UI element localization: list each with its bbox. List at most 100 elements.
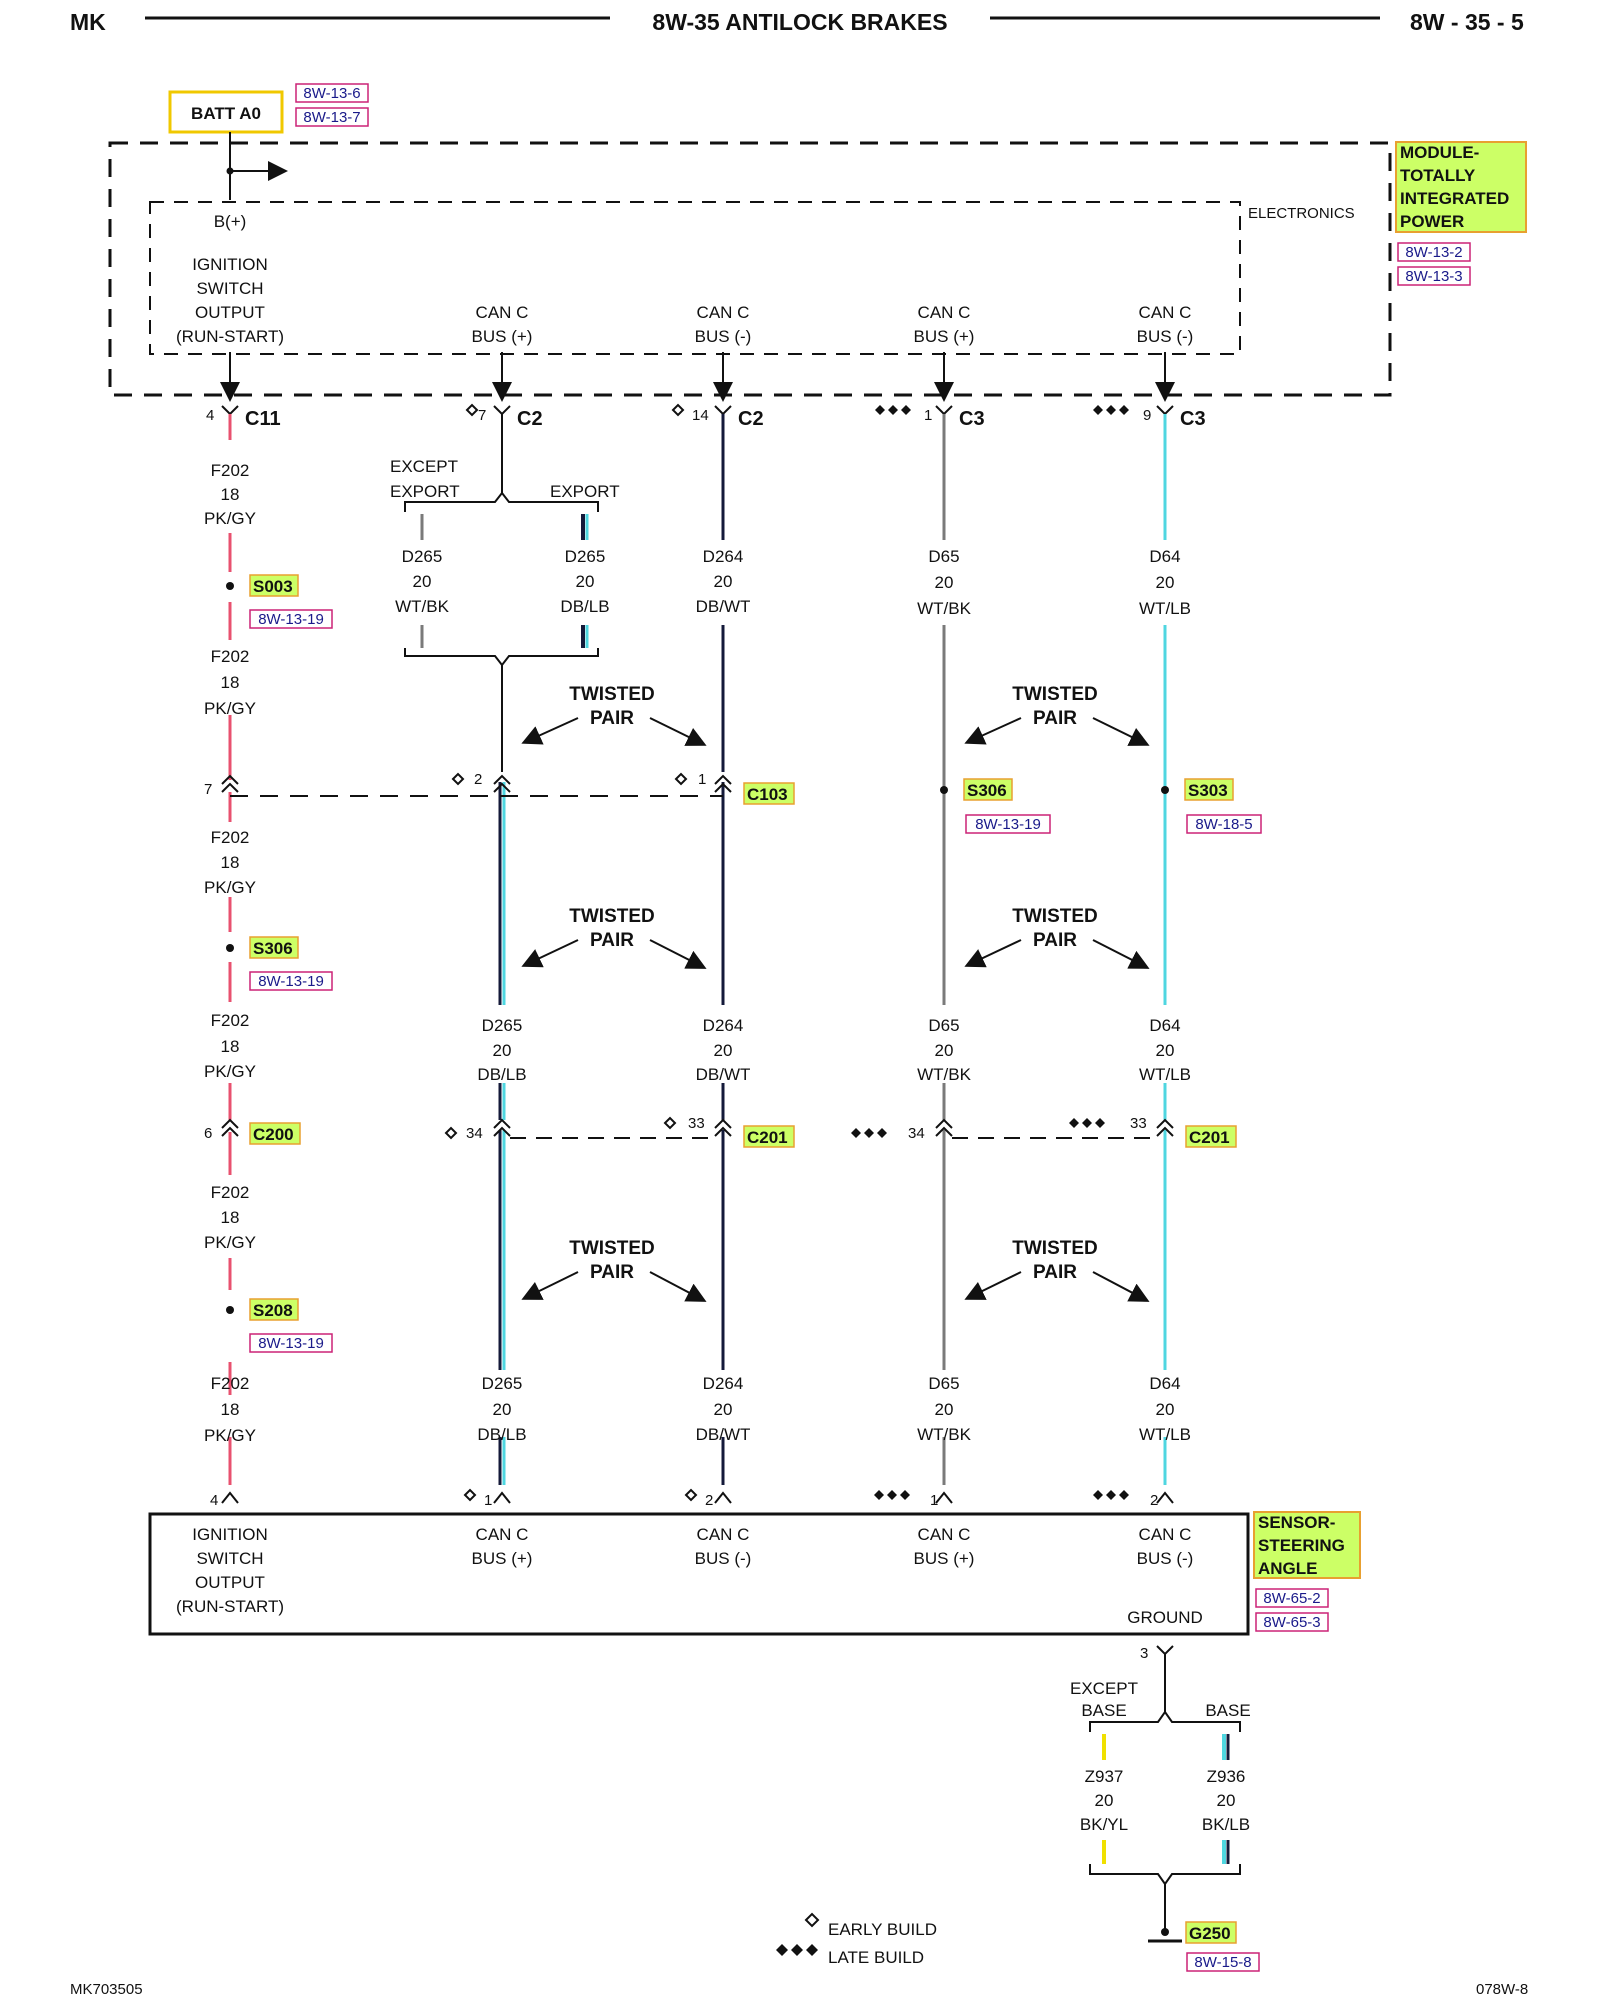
d64-label-2-color: WT/LB: [1139, 1065, 1191, 1084]
top-conn-4-pin: 1: [924, 407, 932, 424]
d265-dblb-circuit: D265: [565, 547, 606, 566]
c103-symbols: [221, 774, 732, 793]
g250-name: G250: [1189, 1924, 1231, 1943]
module-ref-1[interactable]: 8W-13-2: [1405, 244, 1462, 261]
tp-1b-arrow-left: [964, 717, 1022, 745]
base-brace-bottom: [1089, 1864, 1241, 1886]
c201-box-left: [743, 1125, 795, 1148]
batt-label: BATT A0: [191, 104, 261, 123]
module-pin-1-line-4: (RUN-START): [176, 327, 284, 346]
c103-pin-2: 2: [474, 771, 482, 788]
splice-s208-ref-box: [249, 1333, 333, 1353]
c200-pin: 6: [204, 1125, 212, 1142]
f202-label-3-circuit: F202: [211, 828, 250, 847]
splice-s306-right-dot: [940, 786, 948, 794]
d65-label-3-gauge: 20: [935, 1400, 954, 1419]
sensor-ref-1[interactable]: 8W-65-2: [1263, 1590, 1320, 1607]
c200-c201-symbols: [221, 1118, 1174, 1137]
d264-label-3-gauge: 20: [714, 1400, 733, 1419]
sensor-pin-3-line-2: BUS (-): [695, 1549, 752, 1568]
f202-label-4-color: PK/GY: [204, 1062, 256, 1081]
splice-s303-ref[interactable]: 8W-18-5: [1195, 816, 1252, 833]
bottom-pin-4: 1: [930, 1492, 938, 1509]
tp-3b-arrow-left: [964, 1271, 1022, 1300]
module-ref-box-1: [1397, 242, 1471, 262]
export-left-line-2: EXPORT: [390, 482, 460, 501]
module-pin-1-line-3: OUTPUT: [195, 303, 265, 322]
module-pin-4-line-2: BUS (+): [914, 327, 975, 346]
splice-s003-box: [249, 574, 299, 597]
f202-label-2-gauge: 18: [221, 673, 240, 692]
tp-1b-arrow-right: [1092, 717, 1150, 746]
sensor-ref-box-2: [1255, 1612, 1329, 1632]
top-build-markers: [465, 403, 685, 417]
d64-label-3-color: WT/LB: [1139, 1425, 1191, 1444]
d264-label-1-gauge: 20: [714, 572, 733, 591]
f202-label-5-circuit: F202: [211, 1183, 250, 1202]
c200-box: [249, 1122, 301, 1145]
splice-s208-ref[interactable]: 8W-13-19: [258, 1335, 324, 1352]
header-left: MK: [70, 9, 106, 35]
f202-label-5-gauge: 18: [221, 1208, 240, 1227]
splice-s306-right-ref[interactable]: 8W-13-19: [975, 816, 1041, 833]
d65-label-2-color: WT/BK: [917, 1065, 971, 1084]
sensor-pin-1-line-4: (RUN-START): [176, 1597, 284, 1616]
sensor-pin-2-line-1: CAN C: [476, 1525, 529, 1544]
batt-ref-1[interactable]: 8W-13-6: [303, 85, 360, 102]
twisted-pair-3b-l1: TWISTED: [1012, 1238, 1098, 1259]
d64-label-3-circuit: D64: [1149, 1374, 1180, 1393]
twisted-pair-3b-l2: PAIR: [1033, 1262, 1077, 1283]
d64-label-2-circuit: D64: [1149, 1016, 1180, 1035]
splice-s306-left-ref[interactable]: 8W-13-19: [258, 973, 324, 990]
sensor-ref-2[interactable]: 8W-65-3: [1263, 1614, 1320, 1631]
f202-label-4-circuit: F202: [211, 1011, 250, 1030]
f202-label-6-gauge: 18: [221, 1400, 240, 1419]
c201-name-left: C201: [747, 1128, 788, 1147]
module-pin-3-line-1: CAN C: [697, 303, 750, 322]
twisted-pair-3a-l2: PAIR: [590, 1262, 634, 1283]
export-left-line-1: EXCEPT: [390, 457, 458, 476]
twisted-pair-1a-l2: PAIR: [590, 708, 634, 729]
batt-ref-2[interactable]: 8W-13-7: [303, 109, 360, 126]
electronics-outline: [149, 201, 1241, 355]
top-conn-5-pin: 9: [1143, 407, 1151, 424]
c201-early-marker-1: [444, 1126, 458, 1140]
module-name-line-2: TOTALLY: [1400, 166, 1476, 185]
sensor-outline: [148, 1512, 1250, 1636]
d65-label-1-circuit: D65: [928, 547, 959, 566]
f202-label-5-color: PK/GY: [204, 1233, 256, 1252]
bottom-pin-3: 2: [705, 1492, 713, 1509]
legend-early-diamond-icon: [804, 1912, 820, 1928]
tp-2a-arrow-left: [521, 939, 579, 968]
z937-color: BK/YL: [1080, 1815, 1128, 1834]
d265-wtbk-gauge: 20: [413, 572, 432, 591]
tp-2a-arrow-right: [649, 939, 707, 969]
tp-2b-arrow-right: [1092, 939, 1150, 969]
ground-node: [1161, 1928, 1169, 1936]
module-pin-5-line-2: BUS (-): [1137, 327, 1194, 346]
module-ref-2[interactable]: 8W-13-3: [1405, 268, 1462, 285]
g250-ref[interactable]: 8W-15-8: [1194, 1954, 1251, 1971]
z936-color: BK/LB: [1202, 1815, 1250, 1834]
c103-box: [743, 782, 795, 805]
batt-node: [226, 167, 234, 175]
c201-early-marker-2: [663, 1116, 677, 1130]
export-brace-top: [404, 491, 599, 512]
module-pin-3-line-2: BUS (-): [695, 327, 752, 346]
top-conn-1-pin: 4: [206, 407, 214, 424]
splice-s306-left-dot: [226, 944, 234, 952]
splice-s003-ref[interactable]: 8W-13-19: [258, 611, 324, 628]
c201-late-markers: [851, 1118, 1105, 1138]
tp-1a-arrow-left: [521, 717, 579, 745]
z936-gauge: 20: [1217, 1791, 1236, 1810]
d264-label-2-circuit: D264: [703, 1016, 744, 1035]
sensor-pin-5-line-1: CAN C: [1139, 1525, 1192, 1544]
twisted-pair-2b-l1: TWISTED: [1012, 906, 1098, 927]
sensor-pin-2-line-2: BUS (+): [472, 1549, 533, 1568]
top-late-build-markers: [875, 405, 1129, 415]
splice-s208-dot: [226, 1306, 234, 1314]
sensor-pin-1-line-3: OUTPUT: [195, 1573, 265, 1592]
base-right-label: BASE: [1205, 1701, 1250, 1720]
module-name-line-4: POWER: [1400, 212, 1464, 231]
